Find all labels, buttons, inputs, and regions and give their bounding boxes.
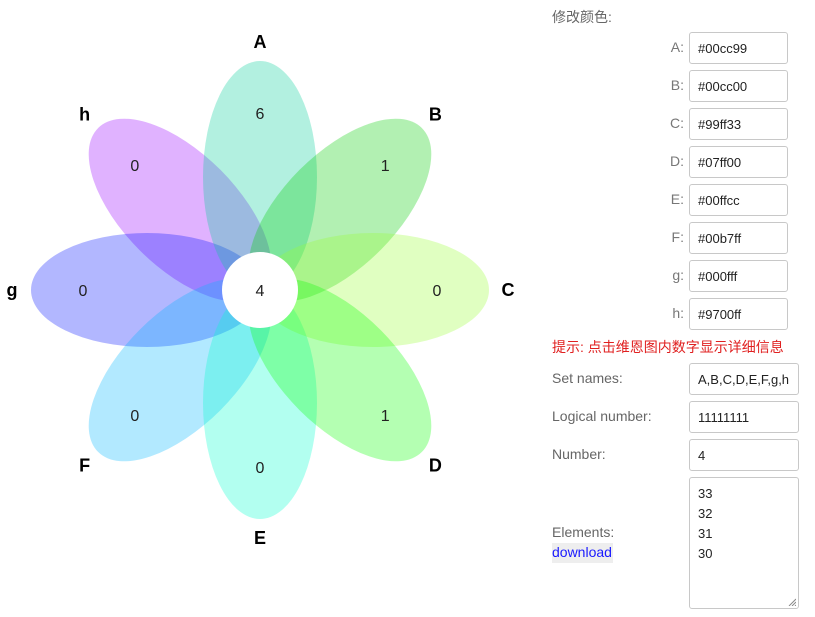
petal-count-D[interactable]: 1 (381, 408, 390, 425)
logical-number-label: Logical number: (552, 408, 652, 424)
venn-diagram: 4 6 1 0 1 0 0 0 0 A B C D E Fg h (7, 32, 515, 548)
petal-count-h[interactable]: 0 (130, 158, 139, 175)
element-item: 33 (698, 486, 713, 501)
set-names-label: Set names: (552, 370, 623, 386)
color-row-label: E: (670, 191, 684, 207)
number-input[interactable] (689, 439, 799, 471)
petal-count-C[interactable]: 0 (433, 283, 442, 300)
color-row: E: (552, 184, 792, 216)
color-input[interactable] (689, 260, 788, 292)
petal-count-g[interactable]: 0 (79, 283, 88, 300)
petal-g (31, 233, 263, 347)
petal-h (88, 118, 272, 302)
color-row-label: C: (670, 115, 684, 131)
color-input[interactable] (689, 70, 788, 102)
color-row: h: (552, 298, 792, 330)
petal-B (248, 118, 432, 302)
petal-count-E[interactable]: 0 (256, 460, 265, 477)
set-label-E: E (254, 528, 266, 548)
color-row: B: (552, 70, 792, 102)
petal-F (88, 278, 272, 462)
color-input[interactable] (689, 146, 788, 178)
color-row-label: g: (672, 267, 684, 283)
color-input[interactable] (689, 222, 788, 254)
color-row-label: F: (671, 229, 684, 245)
petal-count-B[interactable]: 1 (381, 158, 390, 175)
color-row-label: D: (670, 153, 684, 169)
set-label-h: h (79, 105, 90, 125)
color-row: C: (552, 108, 792, 140)
number-label: Number: (552, 446, 606, 462)
color-input[interactable] (689, 108, 788, 140)
set-label-A: A (254, 32, 267, 52)
color-row-label: B: (670, 77, 684, 93)
color-input[interactable] (689, 298, 788, 330)
color-row: F: (552, 222, 792, 254)
petal-count-A[interactable]: 6 (256, 106, 265, 123)
color-input[interactable] (689, 32, 788, 64)
set-label-D: D (429, 455, 442, 475)
petal-E (203, 287, 317, 519)
center-circle (222, 252, 298, 328)
element-item: 31 (698, 526, 713, 541)
tip-text: 提示: 点击维恩图内数字显示详细信息 (552, 339, 784, 355)
set-names-input[interactable] (689, 363, 799, 395)
elements-textarea[interactable]: 33 32 31 30 (689, 477, 799, 609)
petal-A (203, 61, 317, 293)
logical-number-input[interactable] (689, 401, 799, 433)
color-row: g: (552, 260, 792, 292)
color-input[interactable] (689, 184, 788, 216)
elements-label: Elements: (552, 524, 615, 540)
modify-colors-title: 修改颜色: (552, 9, 612, 25)
petal-C (257, 233, 489, 347)
color-row-label: h: (672, 305, 684, 321)
element-item: 32 (698, 506, 713, 521)
color-row: D: (552, 146, 792, 178)
color-row: A: (552, 32, 792, 64)
color-row-label: A: (670, 39, 684, 55)
set-label-B: B (429, 105, 442, 125)
set-label-g: g (7, 280, 18, 300)
resize-grip-icon[interactable] (788, 598, 796, 606)
petal-D (248, 278, 432, 462)
petal-count-F[interactable]: 0 (130, 408, 139, 425)
element-item: 30 (698, 546, 713, 561)
set-label-F: F (79, 455, 90, 475)
center-count[interactable]: 4 (256, 283, 265, 300)
download-link[interactable]: download (552, 543, 613, 563)
set-label-C: C (502, 280, 515, 300)
